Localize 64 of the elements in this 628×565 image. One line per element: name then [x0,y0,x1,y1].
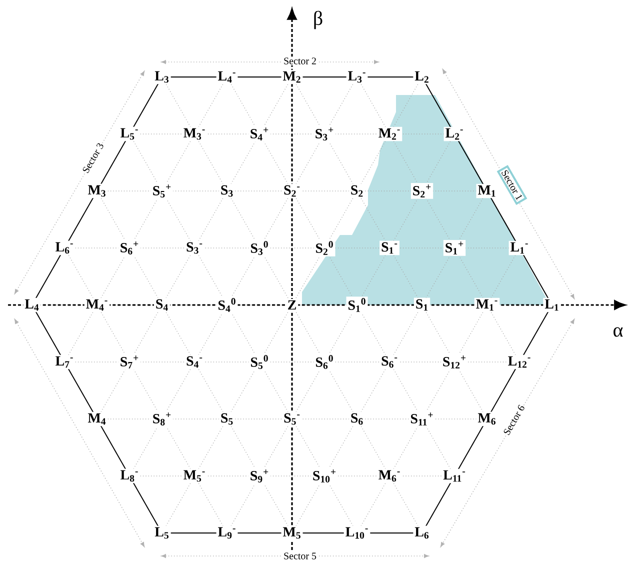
vector-label: L$_{1}$- [508,240,530,256]
sector-label: Sector 2 [282,56,318,66]
vector-label: L$_{8}$- [118,468,140,484]
vector-label: L$_{1}$ [543,298,561,312]
vector-label: S$_{1}$+ [443,240,466,256]
axis-label: α [614,327,623,337]
vector-label: M$_{6}$ [476,412,498,426]
vector-label: S$_{6}$0 [314,354,336,370]
vector-label: M$_{2}$ [281,70,303,84]
vector-label: L$_{4}$ [23,298,41,312]
vector-label: M$_{1}$- [474,298,500,312]
vector-label: L$_{2}$ [413,70,431,84]
vector-label: M$_{1}$ [476,184,498,198]
vector-label: M$_{2}$- [376,126,402,142]
vector-label: S$_{4}$ [154,298,170,312]
vector-label: M$_{5}$ [281,526,303,540]
vector-label: L$_{2}$- [444,126,466,142]
vector-label: M$_{4}$ [86,412,108,426]
vector-label: S$_{6}$+ [118,240,141,256]
vector-label: L$_{10}$- [344,526,370,540]
vector-label: S$_{2}$ [348,184,366,198]
vector-label: S$_{5}$ [218,412,236,426]
vector-label: S$_{5}$0 [248,354,270,370]
vector-label: M$_{4}$- [84,298,110,312]
vector-label: S$_{2}$- [282,184,302,198]
vector-label: S$_{4}$- [184,354,204,370]
vector-label: L$_{6}$- [54,240,76,256]
vector-label: S$_{3}$0 [248,240,270,256]
vector-label: L$_{4}$- [216,70,238,84]
vector-label: L$_{12}$- [506,354,533,370]
vector-label: S$_{6}$ [348,412,366,426]
sector-label: Sector 5 [282,552,318,560]
vector-label: S$_{5}$+ [150,183,174,199]
vector-label: S$_{8}$+ [150,411,174,427]
axis-label: β [314,10,322,30]
vector-label: S$_{11}$+ [408,411,436,427]
vector-label: S$_{1}$- [380,240,400,256]
vector-label: S$_{4}$+ [248,126,271,142]
vector-label: S$_{6}$- [380,354,400,370]
vector-label: L$_{5}$- [118,126,140,142]
vector-label: L$_{5}$ [153,526,171,540]
vector-label: S$_{5}$- [282,412,302,426]
vector-label: S$_{7}$+ [118,354,141,370]
vector-label: L$_{3}$ [153,70,171,84]
vector-label: S$_{2}$0 [314,240,336,256]
vector-label: L$_{11}$- [442,468,468,484]
vector-label: L$_{3}$- [346,70,368,84]
vector-label: S$_{2}$+ [410,183,434,199]
vector-label: S$_{1}$0 [346,296,368,314]
vector-label: S$_{9}$+ [248,468,271,484]
vector-label: S$_{3}$ [218,184,236,198]
vector-label: L$_{9}$- [216,526,238,540]
vector-label: L$_{6}$ [413,526,431,540]
vector-label: M$_{3}$ [86,184,108,198]
vector-label: S$_{10}$+ [310,468,338,484]
vector-label: L$_{7}$- [54,354,76,370]
vector-label: S$_{4}$0 [216,296,238,314]
vector-label: Z [286,298,298,312]
vector-label: M$_{3}$- [182,126,208,142]
vector-label: M$_{6}$- [376,468,402,484]
vector-label: M$_{5}$- [182,468,208,484]
vector-label: S$_{12}$+ [440,354,468,370]
vector-label: S$_{3}$- [184,240,204,256]
vector-label: S$_{3}$+ [313,126,336,142]
